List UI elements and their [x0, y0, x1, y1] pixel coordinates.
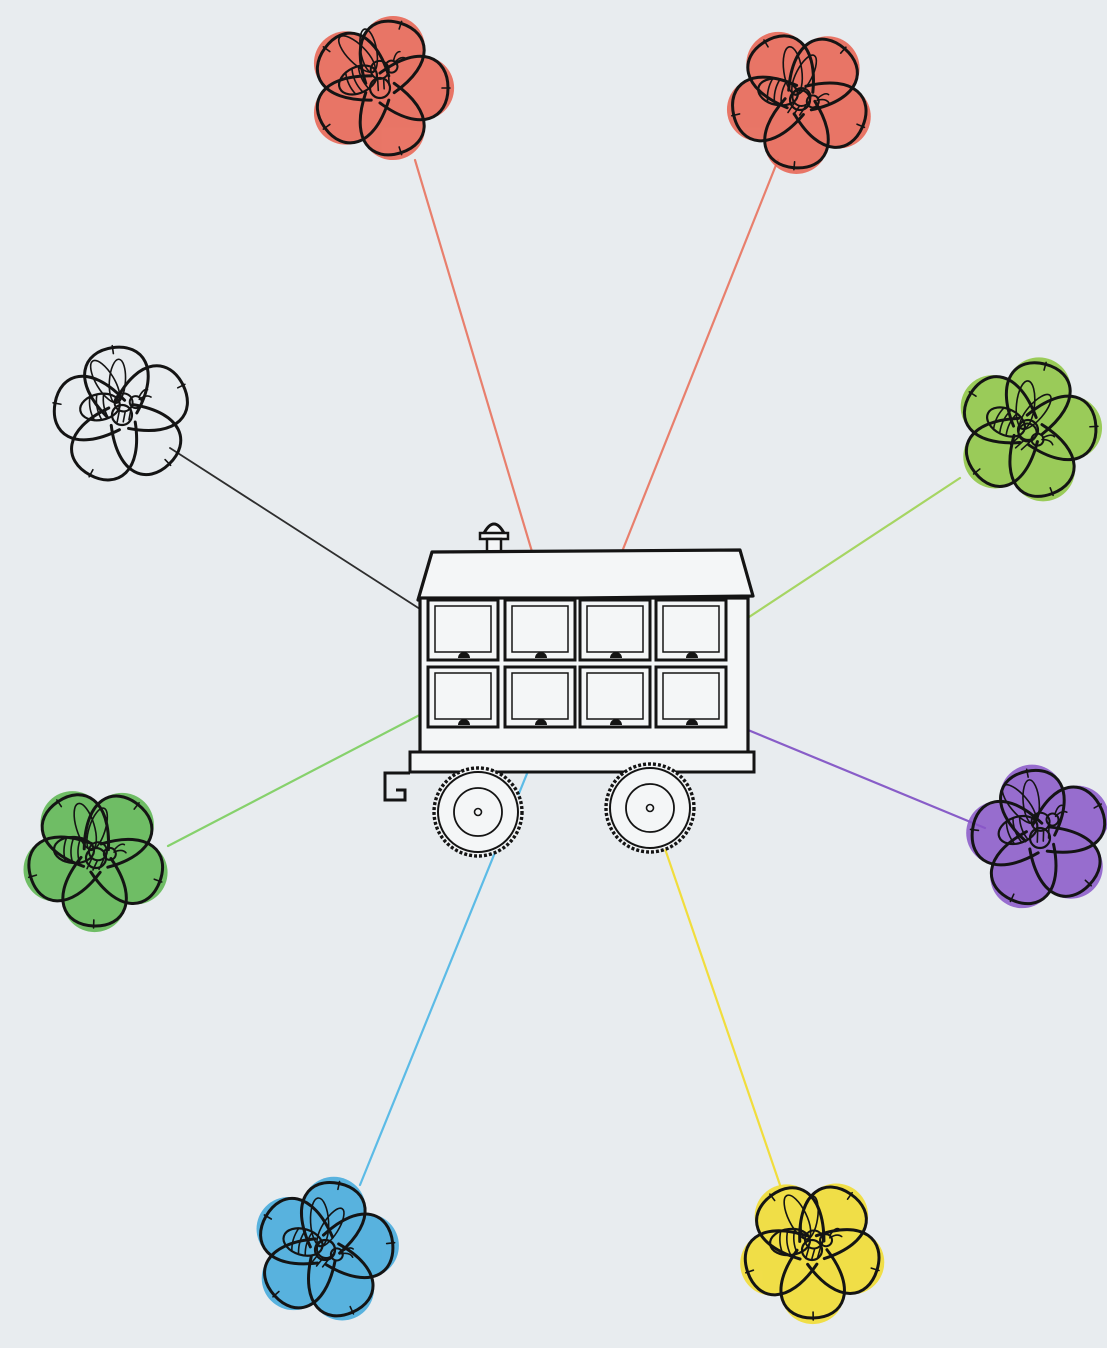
hive-compartment-6 — [505, 667, 575, 727]
hive-compartment-5 — [428, 667, 498, 727]
hive-base — [410, 752, 754, 772]
hive-compartment-1 — [428, 600, 498, 660]
wheel-icon — [434, 768, 522, 856]
hive-roof — [418, 550, 753, 600]
hive-compartment-7 — [580, 667, 650, 727]
wheel-icon — [606, 764, 694, 852]
hive-compartment-3 — [580, 600, 650, 660]
hive-compartment-4 — [656, 600, 726, 660]
hive-compartment-8 — [656, 667, 726, 727]
hive-compartment-2 — [505, 600, 575, 660]
